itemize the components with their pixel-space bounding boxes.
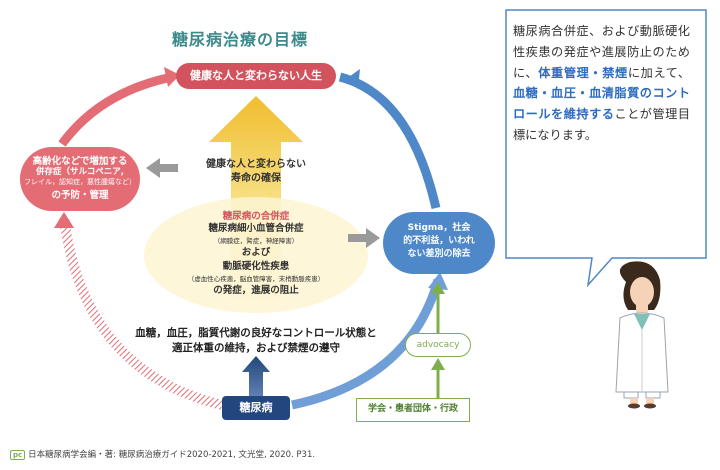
cycle-arrowhead-top-right — [346, 69, 360, 89]
cycle-arrowhead-top-left — [164, 67, 180, 87]
cycle-arrow-top-left — [58, 72, 173, 147]
society-connector-head — [431, 358, 445, 370]
complications-sub2: （虚血性心疾患，脳血管障害，末梢動脈疾患） — [187, 275, 325, 283]
comorbidity-line3: フレイル，認知症，悪性腫瘍など） — [24, 178, 136, 186]
goal-node: 健康な人と変わらない人生 — [176, 63, 336, 89]
central-glow — [144, 197, 368, 313]
comorbidity-line2: 併存症（サルコペニア, — [35, 167, 125, 177]
stigma-node: Stigma，社会 的不利益，いわれ ない差別の除去 — [383, 212, 495, 274]
callout-part1: 糖尿病合併症、および動脈硬化性疾患の発症や進展防止のために、 — [513, 24, 690, 80]
control-text: 血糖，血圧，脂質代謝の良好なコントロール状態と 適正体重の維持，および禁煙の遵守 — [100, 326, 412, 356]
diabetes-node: 糖尿病 — [222, 396, 290, 420]
stigma-line1: Stigma，社会 — [407, 223, 471, 233]
healthy-line1: 健康な人と変わらない — [206, 159, 306, 170]
complications-title: 糖尿病の合併症 — [222, 211, 290, 222]
speech-bubble — [505, 9, 707, 288]
pc-logo: pc — [10, 450, 26, 460]
complications-line3: 動脈硬化性疾患 — [222, 261, 290, 272]
cycle-arrowhead-bottom-right — [428, 272, 448, 290]
complications-sub1: （網膜症，腎症，神経障害） — [213, 237, 299, 245]
callout-text: 糖尿病合併症、および動脈硬化性疾患の発症や進展防止のために、体重管理・禁煙に加え… — [513, 21, 690, 146]
page-title: 糖尿病治療の目標 — [172, 30, 309, 49]
citation-text: 日本糖尿病学会編・著: 糖尿病治療ガイド2020-2021, 文光堂, 2020… — [28, 450, 316, 460]
cycle-arrow-bottom-left — [59, 217, 224, 410]
callout-highlight1: 体重管理・禁煙 — [538, 65, 628, 80]
diabetes-up-arrow — [242, 356, 270, 396]
complications-line1: 糖尿病細小血管合併症 — [208, 223, 304, 234]
control-line2: 適正体重の維持，および禁煙の遵守 — [172, 342, 340, 354]
healthy-line2: 寿命の確保 — [231, 173, 281, 184]
callout-highlight2: 血糖・血圧・血清脂質のコントロールを維持する — [513, 86, 690, 122]
double-arrow-left-icon — [146, 158, 178, 178]
advocacy-node: advocacy — [405, 333, 471, 357]
advocacy-connector-head — [431, 282, 445, 294]
stigma-line3: ない差別の除去 — [407, 249, 471, 259]
cycle-arrow-top-right — [338, 72, 441, 210]
comorbidity-line4: の予防・管理 — [51, 190, 109, 201]
society-node: 学会・患者団体・行政 — [356, 398, 470, 422]
doctor-figure-icon — [615, 261, 669, 409]
comorbidity-line1: 高齢化などで増加する — [32, 156, 128, 167]
complications-line2: および — [241, 247, 271, 258]
control-line1: 血糖，血圧，脂質代謝の良好なコントロール状態と — [135, 327, 377, 339]
callout-part2: に加えて、 — [627, 65, 691, 80]
stigma-line2: 的不利益，いわれ — [403, 236, 475, 246]
complications-line4: の発症，進展の阻止 — [213, 285, 299, 296]
complications-block: 糖尿病の合併症 糖尿病細小血管合併症 （網膜症，腎症，神経障害） および 動脈硬… — [160, 208, 352, 298]
callout-part3: ことが管理目標になります。 — [513, 107, 691, 142]
double-arrow-right-icon — [348, 228, 380, 248]
healthy-lifespan-text: 健康な人と変わらない 寿命の確保 — [186, 158, 326, 186]
cycle-arrowhead-bottom-left — [54, 212, 74, 228]
comorbidity-node: 高齢化などで増加する 併存症（サルコペニア, フレイル，認知症，悪性腫瘍など） … — [20, 147, 140, 211]
cycle-arrow-bottom-right — [291, 278, 443, 410]
